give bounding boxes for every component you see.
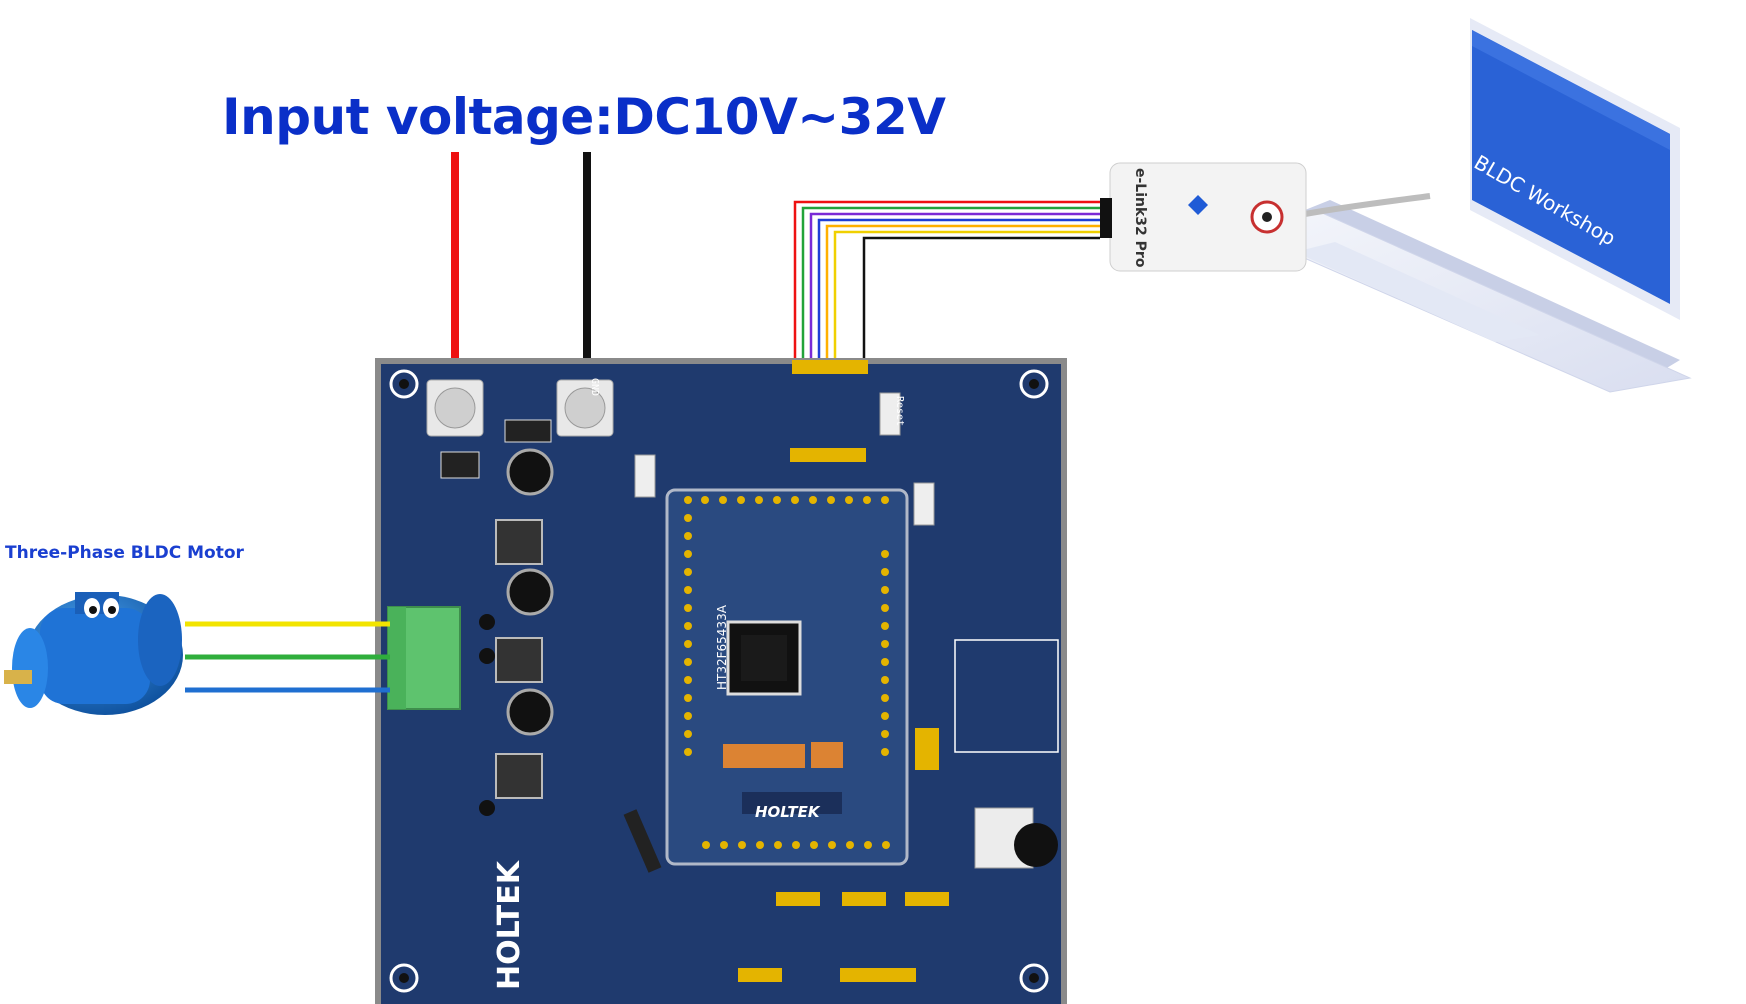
chip-label: HT32F65433A <box>715 605 729 690</box>
potentiometer-icon <box>974 807 1058 869</box>
silk-gnd-label: GND <box>589 378 600 397</box>
silk-reset-label: Reset <box>894 396 905 427</box>
debugger-label: e-Link32 Pro <box>1132 168 1148 268</box>
brand-module-text: HOLTEK <box>755 803 820 821</box>
debugger-icon <box>1100 162 1431 272</box>
mcu-chip-icon <box>726 620 802 696</box>
page-title: Input voltage:DC10V~32V <box>222 88 946 146</box>
motor-label: Three-Phase BLDC Motor <box>5 543 244 563</box>
motor-icon <box>4 592 183 715</box>
mcu-module <box>665 488 909 866</box>
laptop-icon <box>1243 18 1692 393</box>
brand-logo-text: HOLTEK <box>492 861 527 990</box>
pin-headers <box>684 360 949 982</box>
ribbon-cable <box>793 200 1100 365</box>
